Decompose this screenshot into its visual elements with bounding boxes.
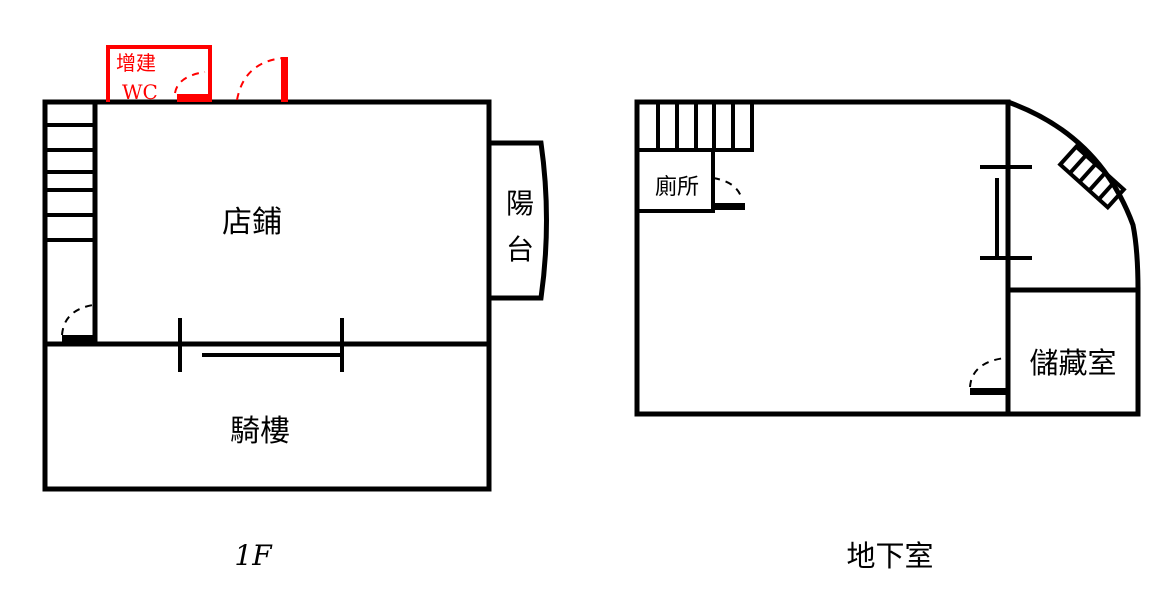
room-label-balcony-1: 陽 bbox=[506, 187, 534, 220]
room-label-arcade: 騎樓 bbox=[230, 414, 290, 449]
stairs-1f bbox=[45, 123, 95, 242]
addition-wc bbox=[106, 45, 288, 102]
balcony bbox=[486, 140, 549, 301]
storage-door bbox=[969, 357, 1008, 395]
addition-label-2: WC bbox=[122, 80, 158, 104]
stairs-basement bbox=[635, 100, 754, 152]
room-label-shop: 店鋪 bbox=[222, 205, 282, 240]
floor-plan-1f: 店鋪 騎樓 陽 台 增建 WC 1F bbox=[42, 45, 549, 572]
room-label-storage: 儲藏室 bbox=[1029, 346, 1116, 380]
spiral-stairs bbox=[1057, 143, 1127, 211]
addition-label-1: 增建 bbox=[116, 51, 156, 75]
toilet-walls bbox=[635, 148, 715, 213]
sliding-door-1f bbox=[178, 318, 344, 372]
floor-plan-basement: 廁所 儲藏室 地下室 bbox=[634, 99, 1141, 573]
basement-outer-wall bbox=[634, 99, 1141, 417]
caption-basement: 地下室 bbox=[846, 539, 933, 573]
room-label-balcony-2: 台 bbox=[506, 233, 534, 266]
room-label-toilet: 廁所 bbox=[655, 175, 699, 200]
caption-1f: 1F bbox=[234, 539, 273, 572]
stair-door-1f bbox=[61, 304, 95, 342]
sliding-door-basement bbox=[980, 165, 1032, 260]
toilet-door bbox=[712, 177, 745, 210]
